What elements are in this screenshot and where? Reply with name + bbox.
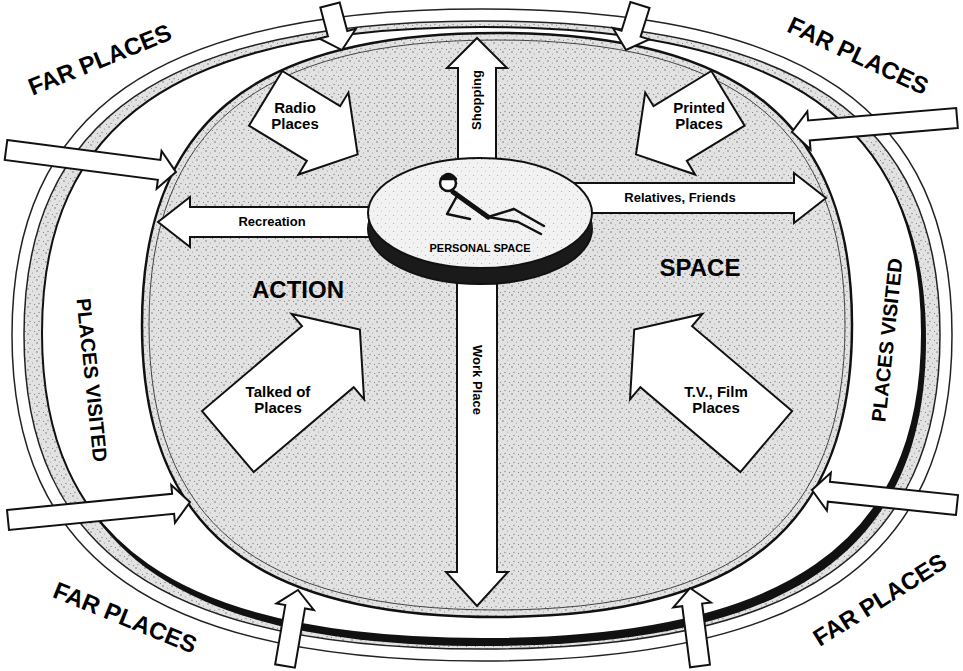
- arrow-outline: [249, 71, 358, 175]
- block-arrow: Printed Places: [634, 69, 747, 177]
- arrow-label: Radio Places: [264, 99, 326, 132]
- arrow-label: Recreation: [238, 215, 305, 229]
- block-arrow: T.V., Film Places: [628, 312, 794, 474]
- arrow-label: Talked of Places: [241, 383, 315, 416]
- arrow-label: Shopping: [470, 70, 484, 130]
- ellipse-outline: [142, 33, 852, 617]
- arrow-outline: [630, 314, 792, 472]
- arrow-label: Printed Places: [668, 99, 730, 132]
- block-arrow: Radio Places: [247, 69, 360, 177]
- outer-ribbon: [12, 9, 952, 661]
- man-leg: [488, 209, 544, 226]
- arrow-shape: [671, 586, 719, 669]
- arrow-outline: [158, 197, 385, 247]
- region-ellipse: ACTION SPACE Shopping Radio Places Printed P…: [142, 33, 852, 617]
- arrow-label: Relatives, Friends: [624, 191, 735, 205]
- man-leg: [488, 217, 541, 234]
- block-arrow: Relatives, Friends: [573, 171, 828, 225]
- arrow-shape: [4, 131, 179, 191]
- block-arrow-shape: [444, 268, 510, 608]
- man-hair: [441, 174, 456, 179]
- inward-arrow: [6, 483, 192, 539]
- arrow-shape: [266, 587, 316, 669]
- man-torso: [453, 192, 488, 217]
- reclining-man: [440, 174, 544, 234]
- cylinder: PERSONAL SPACE: [368, 158, 592, 284]
- block-arrow: Talked of Places: [200, 312, 366, 474]
- region-label: ACTION: [252, 277, 344, 303]
- block-arrow: Work Place: [444, 268, 510, 608]
- inward-arrow: [266, 587, 316, 669]
- arrow-shape: [608, 0, 658, 56]
- far-places-ground: [24, 21, 940, 649]
- inward-arrow: [810, 471, 959, 524]
- region-band: PLACES VISITEDPLACES VISITEDACTIONSPACES…: [42, 27, 922, 639]
- man-head: [440, 175, 456, 191]
- arrow-outline: [636, 71, 745, 175]
- arrow-label: Work Place: [470, 345, 484, 415]
- arrow-shape: [312, 0, 361, 55]
- man-arm: [447, 196, 470, 219]
- arrow-outline: [575, 173, 826, 223]
- region-label: FAR PLACES: [50, 577, 201, 658]
- cylinder-shape: [368, 158, 592, 284]
- region-label: SPACE: [660, 255, 741, 281]
- arrow-outline: [202, 314, 364, 472]
- inward-arrow: [4, 131, 179, 191]
- inward-arrow: [671, 586, 719, 669]
- block-arrow: Shopping: [445, 36, 509, 167]
- arrow-shape: [6, 483, 192, 539]
- inward-arrow: [608, 0, 658, 56]
- band-outline: [42, 27, 922, 639]
- block-arrow: Recreation: [156, 195, 387, 249]
- arrow-label: T.V., Film Places: [679, 383, 753, 416]
- arrow-outline: [447, 38, 507, 165]
- inward-arrow: [790, 99, 958, 151]
- arrow-shape: [790, 99, 958, 151]
- arrow-outline: [446, 270, 508, 606]
- region-label: PERSONAL SPACE: [429, 242, 530, 254]
- arrow-shape: [810, 471, 959, 524]
- inward-arrow: [312, 0, 361, 55]
- cylinder-top: [368, 158, 592, 268]
- inward-arrows: [4, 0, 959, 669]
- region-label: FAR PLACES: [784, 12, 933, 100]
- region-label: FAR PLACES: [25, 19, 176, 100]
